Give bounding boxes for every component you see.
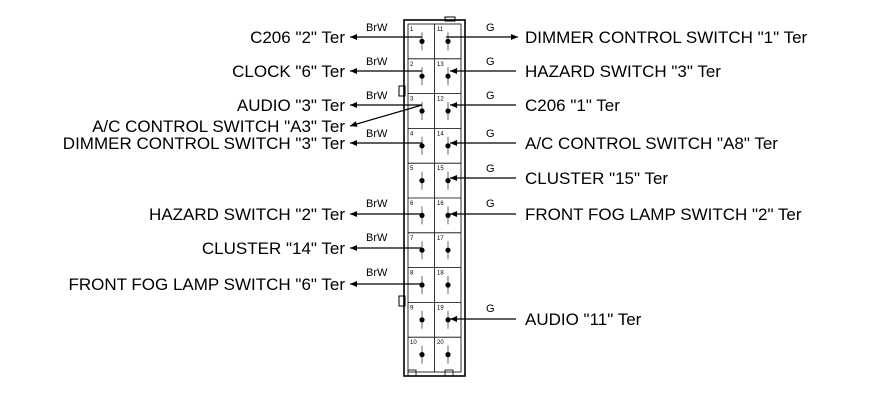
left-label-cluster-14: CLUSTER "14" Ter — [202, 239, 345, 258]
left-wire-color-1: BrW — [366, 22, 388, 34]
right-label-fog-2: FRONT FOG LAMP SWITCH "2" Ter — [525, 205, 802, 224]
pin-number-8: 8 — [410, 271, 414, 277]
left-wire-color-8: BrW — [366, 267, 388, 279]
right-wire-color-19: G — [486, 303, 495, 315]
pin-number-12: 12 — [437, 97, 444, 103]
pin-number-15: 15 — [437, 166, 444, 172]
pin-number-7: 7 — [410, 236, 414, 242]
right-wire-color-14: G — [486, 128, 495, 140]
wire-line-ac-a3 — [349, 104, 423, 127]
left-wire-color-3: BrW — [366, 90, 388, 102]
pin-number-4: 4 — [410, 131, 414, 137]
pin-number-19: 19 — [437, 305, 444, 311]
right-wire-color-13: G — [486, 56, 495, 68]
left-wire-color-7: BrW — [366, 232, 388, 244]
right-label-dimmer-1: DIMMER CONTROL SWITCH "1" Ter — [525, 28, 808, 47]
left-label-audio-3: AUDIO "3" Ter — [237, 96, 345, 115]
pin-number-11: 11 — [437, 27, 444, 33]
left-label-dimmer-3: DIMMER CONTROL SWITCH "3" Ter — [63, 134, 346, 153]
right-label-ac-a8: A/C CONTROL SWITCH "A8" Ter — [525, 134, 778, 153]
right-label-c206-1: C206 "1" Ter — [525, 96, 620, 115]
pin-number-18: 18 — [437, 271, 444, 277]
pin-number-16: 16 — [437, 201, 444, 207]
right-wire-color-11: G — [486, 22, 495, 34]
pin-number-17: 17 — [437, 236, 444, 242]
left-label-c206-2: C206 "2" Ter — [250, 28, 345, 47]
left-wires — [349, 34, 423, 287]
right-wire-color-12: G — [486, 90, 495, 102]
pin-number-13: 13 — [437, 62, 444, 68]
pin-number-10: 10 — [410, 340, 417, 346]
right-label-cluster-15: CLUSTER "15" Ter — [525, 169, 668, 188]
left-label-fog-6: FRONT FOG LAMP SWITCH "6" Ter — [68, 275, 345, 294]
pin-number-3: 3 — [410, 97, 414, 103]
left-wire-color-2: BrW — [366, 56, 388, 68]
left-label-ac-a3: A/C CONTROL SWITCH "A3" Ter — [92, 117, 345, 136]
pin-number-2: 2 — [410, 62, 414, 68]
left-label-clock-6: CLOCK "6" Ter — [232, 62, 345, 81]
right-wires — [446, 34, 518, 322]
pin-number-9: 9 — [410, 305, 414, 311]
right-wire-color-15: G — [486, 163, 495, 175]
pin-number-14: 14 — [437, 131, 444, 137]
pin-number-1: 1 — [410, 27, 414, 33]
right-label-audio-11: AUDIO "11" Ter — [525, 310, 642, 329]
right-wire-color-16: G — [486, 198, 495, 210]
left-wire-color-4: BrW — [366, 128, 388, 140]
left-wire-color-6: BrW — [366, 198, 388, 210]
pin-number-5: 5 — [410, 166, 414, 172]
pin-number-6: 6 — [410, 201, 414, 207]
pin-number-20: 20 — [437, 340, 444, 346]
left-label-hazard-2: HAZARD SWITCH "2" Ter — [149, 205, 345, 224]
right-label-hazard-3: HAZARD SWITCH "3" Ter — [525, 62, 721, 81]
